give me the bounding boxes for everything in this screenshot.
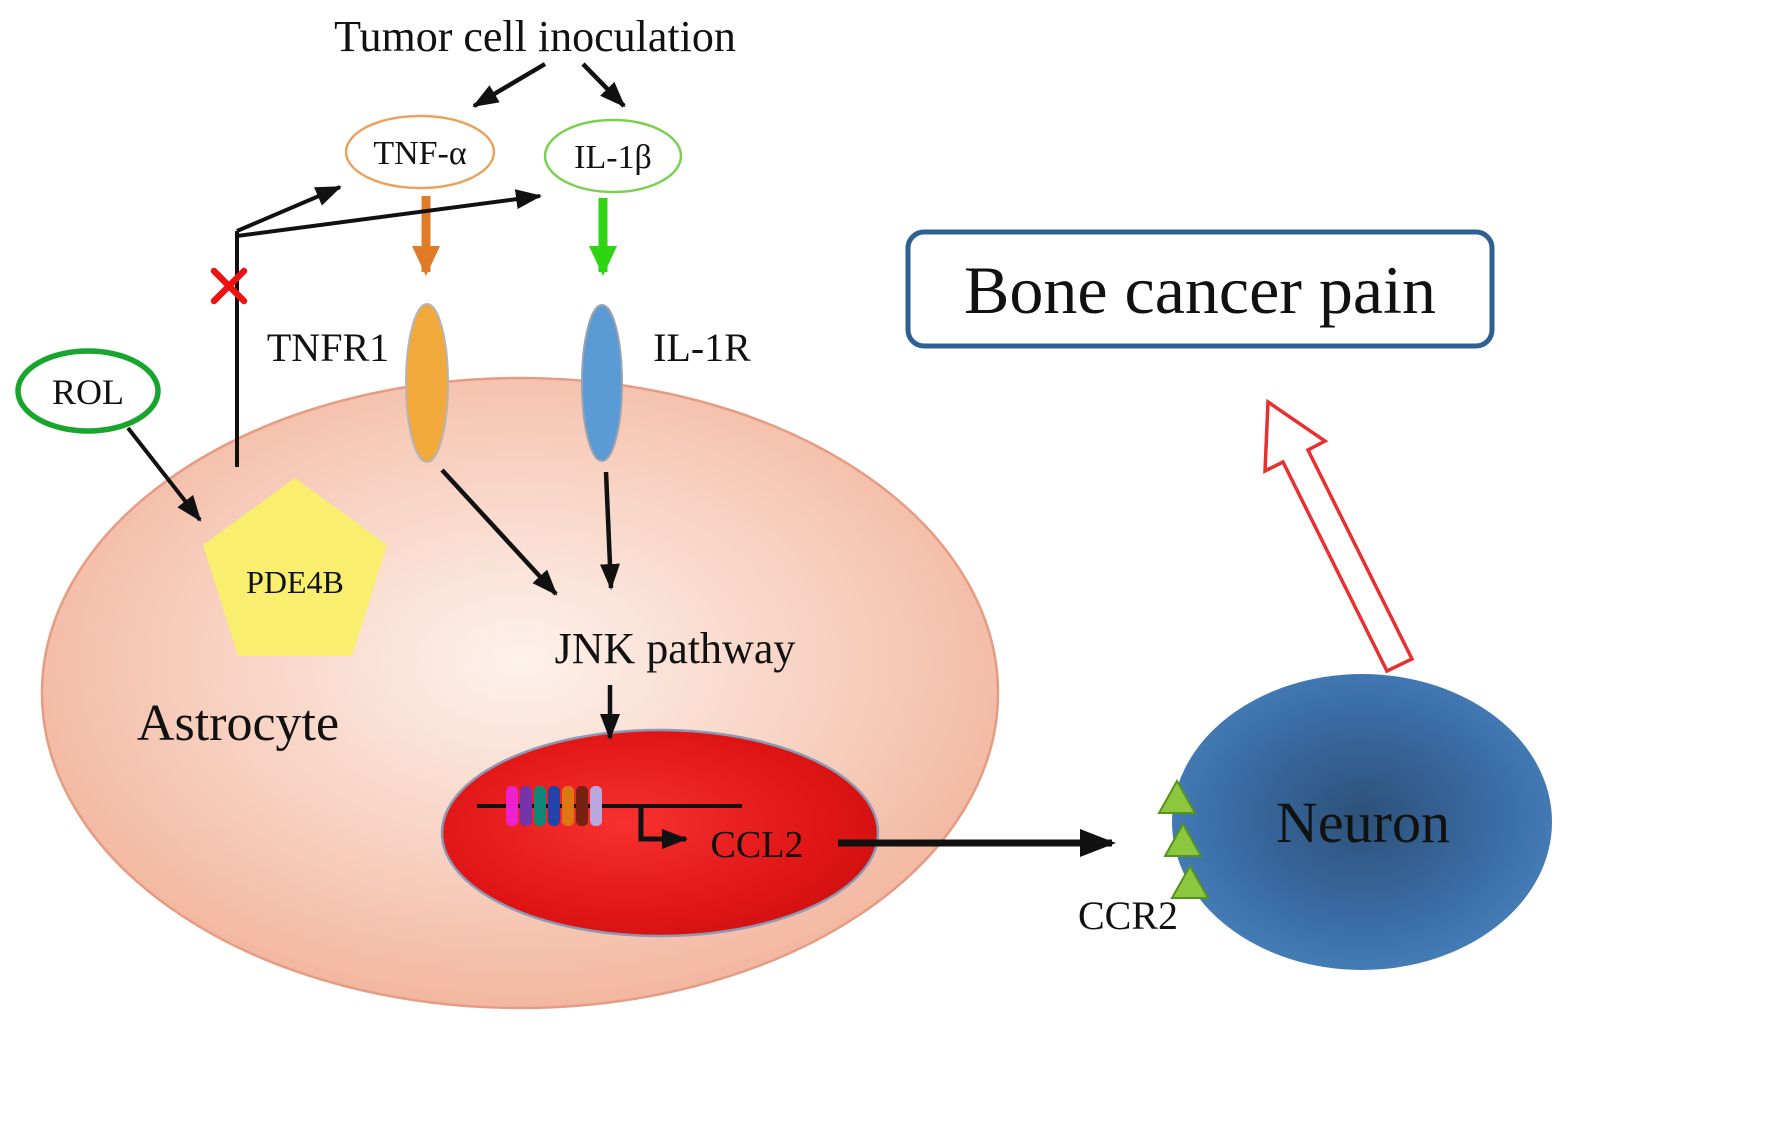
ccl2-label: CCL2 (711, 824, 804, 866)
bone-cancer-pain-box (905, 229, 1495, 349)
astrocyte-cell (40, 376, 1000, 1010)
il-1r-receptor (581, 304, 623, 462)
transcription-arrow (638, 806, 688, 849)
il-1b-ellipse (543, 118, 683, 194)
pde4b-label: PDE4B (246, 564, 344, 600)
tumor-inoculation-label: Tumor cell inoculation (334, 12, 736, 61)
arrow-tumor-to-il1b (581, 62, 626, 108)
gene-bars (506, 786, 602, 826)
il-1r-label: IL-1R (653, 325, 751, 370)
arrow-rol-to-pde4b (126, 426, 202, 522)
tnfr1-label: TNFR1 (267, 325, 389, 370)
arrow-tnfr1-to-jnk (440, 468, 558, 596)
tnf-alpha-label: TNF-α (373, 135, 467, 172)
tnf-alpha-ellipse (344, 114, 496, 190)
pain-up-arrow (1263, 398, 1415, 674)
ccr2-label: CCR2 (1078, 893, 1178, 938)
astrocyte-label: Astrocyte (137, 695, 339, 752)
arrow-il1r-to-jnk (599, 471, 620, 590)
rol-label: ROL (52, 372, 124, 412)
inhibition-x-icon (210, 267, 248, 305)
pde4b-pentagon (203, 478, 387, 656)
neuron-cell (1172, 674, 1552, 970)
ccr2-receptor-icons (1157, 778, 1210, 899)
bone-cancer-pain-label: Bone cancer pain (964, 252, 1436, 328)
il-1b-label: IL-1β (574, 139, 652, 176)
inhibition-arrow-to-tnf (236, 185, 342, 233)
rol-ellipse (15, 348, 161, 434)
neuron-label: Neuron (1276, 790, 1450, 855)
nucleus (440, 728, 880, 938)
inhibition-arrow-to-il1b (236, 189, 542, 238)
jnk-pathway-label: JNK pathway (555, 624, 796, 673)
arrow-tumor-to-tnf (472, 62, 547, 108)
tnfr1-receptor (405, 303, 449, 463)
